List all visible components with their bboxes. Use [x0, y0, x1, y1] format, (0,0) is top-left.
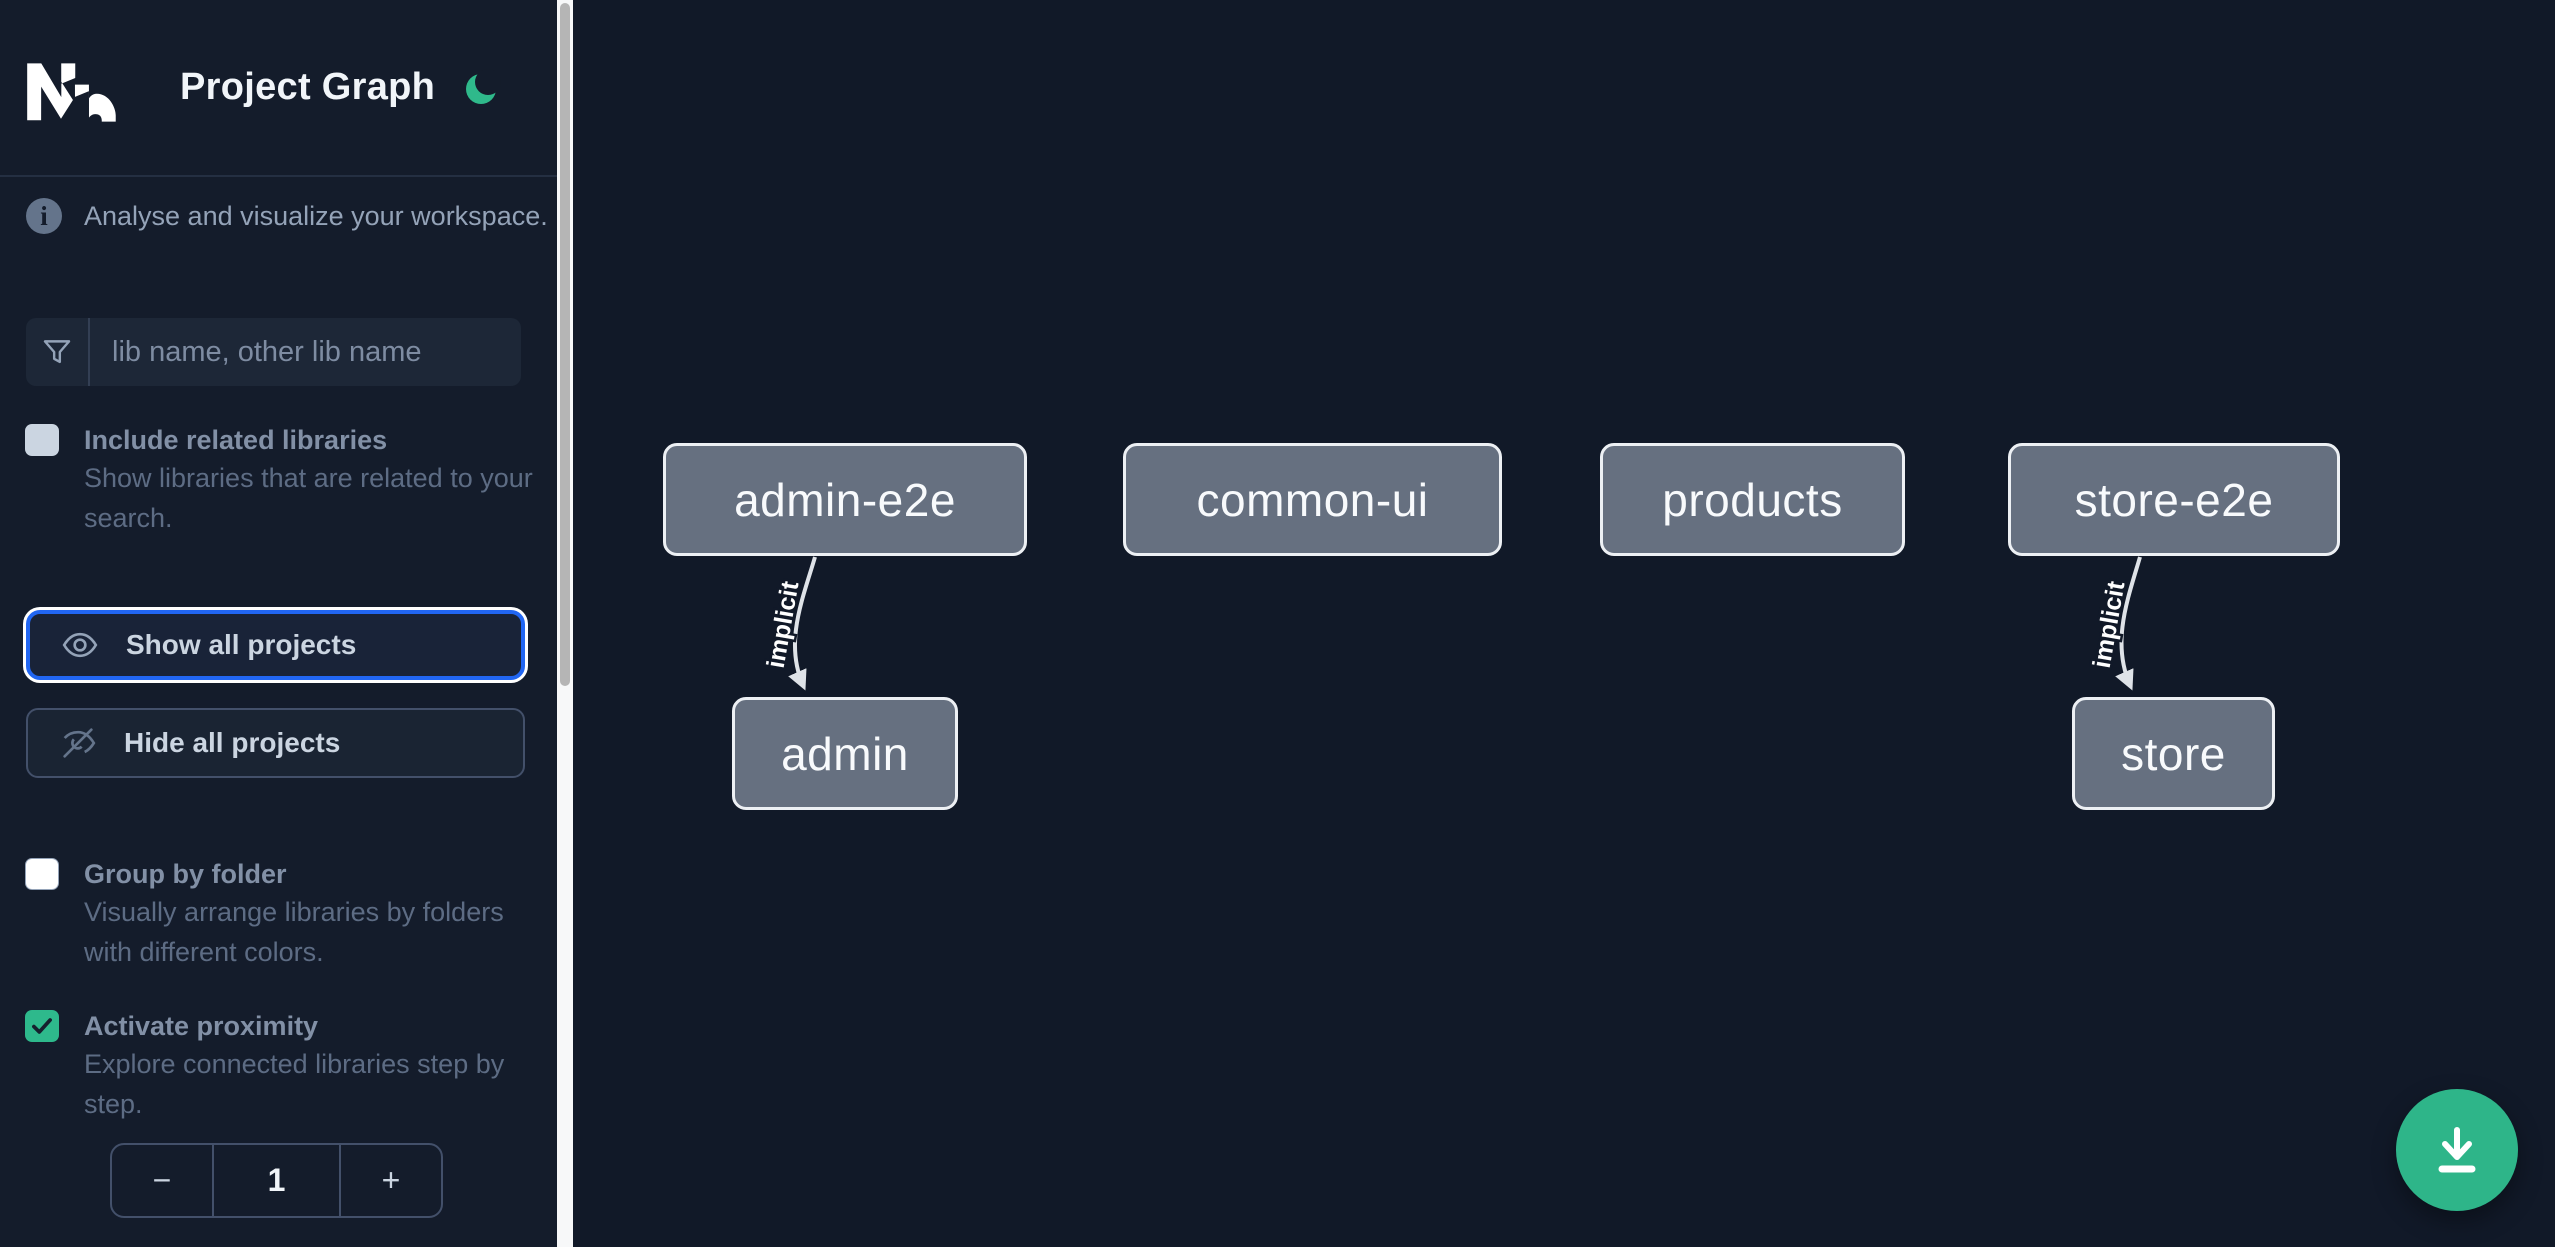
group-by-folder-checkbox[interactable]: [25, 858, 59, 890]
sidebar-scrollbar-thumb[interactable]: [560, 3, 570, 686]
option-description: Visually arrange libraries by folders wi…: [84, 897, 504, 967]
workspace-tagline: Analyse and visualize your workspace.: [84, 200, 548, 231]
moon-icon: [462, 67, 510, 109]
include-related-checkbox[interactable]: [25, 424, 59, 456]
graph-node-products[interactable]: products: [1600, 443, 1905, 556]
activate-proximity-checkbox[interactable]: [25, 1010, 59, 1042]
search-box: [26, 318, 521, 386]
download-icon: [2428, 1121, 2486, 1179]
sidebar-scrollbar-track: [557, 0, 573, 1247]
option-activate-proximity: Activate proximity Explore connected lib…: [25, 1008, 536, 1124]
graph-node-admin-e2e[interactable]: admin-e2e: [663, 443, 1027, 556]
library-filter-input[interactable]: [90, 318, 521, 386]
option-description: Show libraries that are related to your …: [84, 463, 533, 533]
option-description: Explore connected libraries step by step…: [84, 1049, 505, 1119]
proximity-depth-value[interactable]: 1: [212, 1145, 341, 1216]
option-include-related: Include related libraries Show libraries…: [25, 422, 536, 538]
info-icon: i: [26, 198, 62, 234]
increment-button[interactable]: +: [341, 1145, 441, 1216]
proximity-depth-stepper: − 1 +: [110, 1143, 443, 1218]
edge-label-implicit: implicit: [2088, 578, 2131, 670]
edge-admin-e2e-to-admin: [788, 556, 817, 691]
hide-all-projects-label: Hide all projects: [124, 727, 341, 758]
hide-all-projects-button[interactable]: Hide all projects: [26, 708, 525, 778]
app-title: Project Graph: [180, 66, 436, 108]
option-label: Activate proximity: [84, 1011, 319, 1041]
eye-icon: [60, 625, 100, 665]
show-all-projects-button[interactable]: Show all projects: [26, 610, 525, 680]
nx-logo-icon: [24, 46, 122, 130]
option-label: Include related libraries: [84, 425, 388, 455]
check-icon: [29, 1013, 55, 1039]
filter-funnel-icon: [26, 318, 90, 386]
eye-off-icon: [58, 723, 98, 763]
option-label: Group by folder: [84, 859, 287, 889]
graph-node-admin[interactable]: admin: [732, 697, 958, 810]
workspace-tagline-row: i Analyse and visualize your workspace.: [26, 198, 548, 234]
option-group-by-folder: Group by folder Visually arrange librari…: [25, 856, 536, 972]
graph-node-store-e2e[interactable]: store-e2e: [2008, 443, 2340, 556]
edge-store-e2e-to-store: [2115, 556, 2142, 691]
graph-node-common-ui[interactable]: common-ui: [1123, 443, 1502, 556]
sidebar-header: Project Graph: [0, 0, 557, 177]
decrement-button[interactable]: −: [112, 1145, 212, 1216]
download-graph-button[interactable]: [2396, 1089, 2518, 1211]
sidebar: Project Graph i Analyse and visualize yo…: [0, 0, 557, 1247]
show-all-projects-label: Show all projects: [126, 629, 357, 660]
theme-toggle-button[interactable]: [462, 64, 510, 112]
graph-node-store[interactable]: store: [2072, 697, 2275, 810]
edge-label-implicit: implicit: [762, 578, 805, 670]
